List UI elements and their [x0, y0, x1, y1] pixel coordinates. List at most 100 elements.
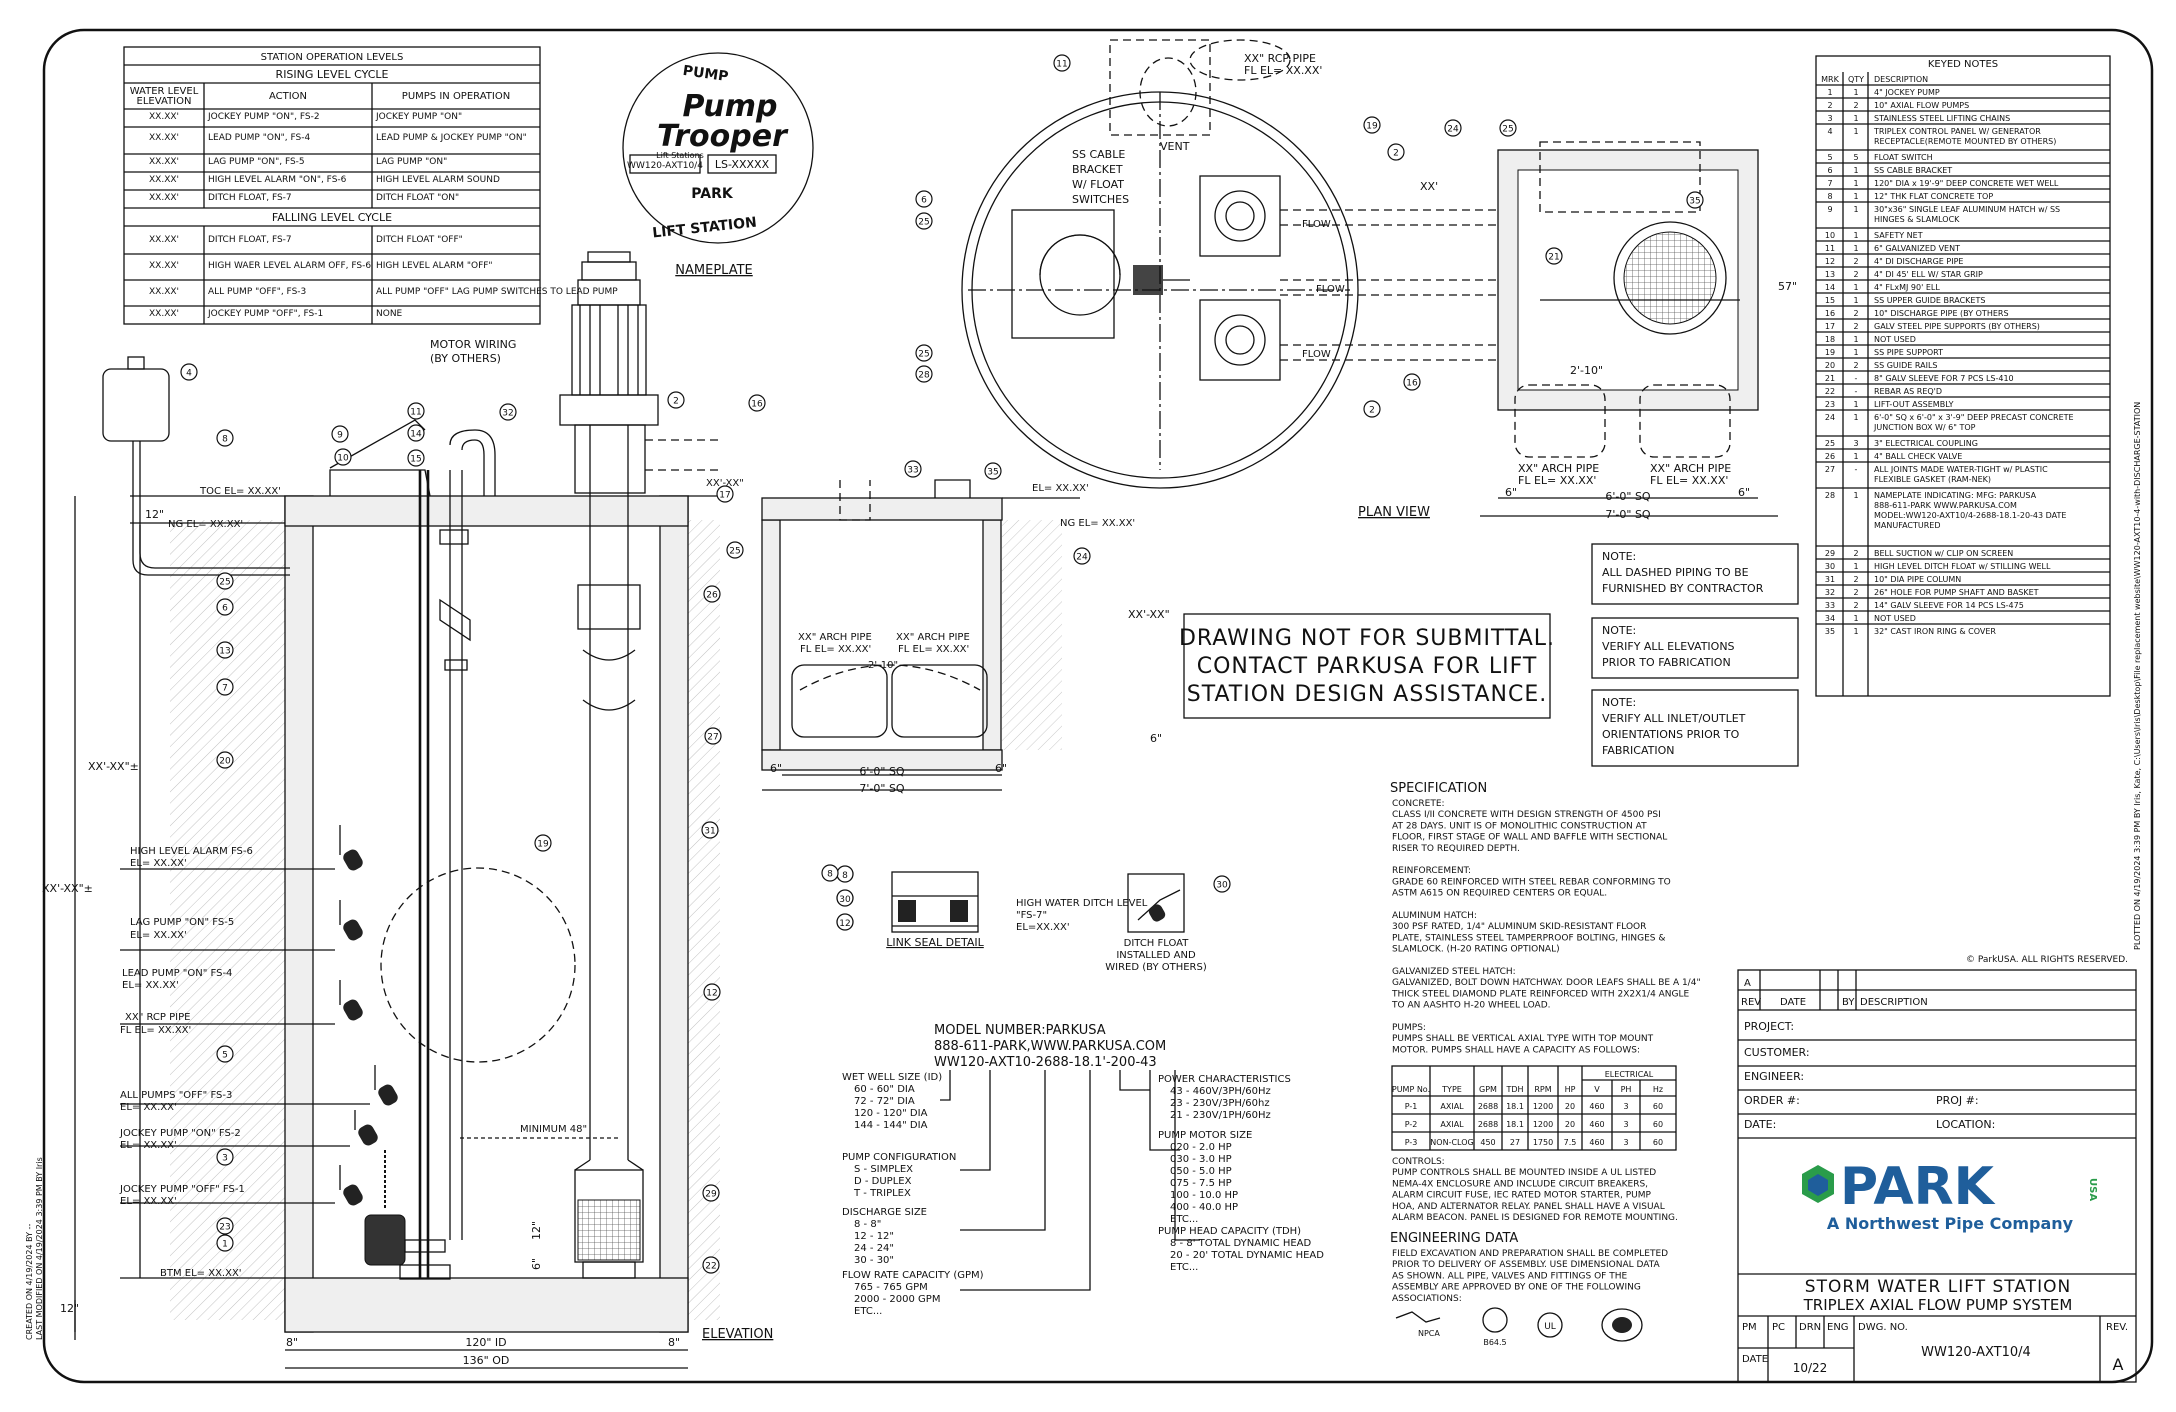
pump-table-header: V — [1594, 1085, 1600, 1094]
callout-number: 19 — [1366, 122, 1378, 132]
callout-bubble — [915, 344, 933, 362]
spec-line: GRADE 60 REINFORCED WITH STEEL REBAR CON… — [1392, 877, 1671, 887]
keyed-qty: 5 — [1853, 153, 1858, 162]
axial-pump-motor — [571, 304, 647, 396]
tb-project: PROJECT: — [1744, 1020, 1794, 1033]
callout-bubble — [1387, 143, 1405, 161]
spec-paragraphs: CONCRETE:CLASS I/II CONCRETE WITH DESIGN… — [1391, 799, 1701, 1055]
keyed-desc: 32" CAST IRON RING & COVER — [1874, 627, 1996, 636]
label-jb-6: 6" — [1150, 732, 1162, 745]
callout-number: 17 — [719, 491, 730, 501]
model-motor-item: 400 - 40.0 HP — [1170, 1202, 1238, 1213]
keyed-header-mrk: MRK — [1821, 75, 1839, 84]
op-falling-action: JOCKEY PUMP "OFF", FS-1 — [207, 309, 323, 319]
keyed-mrk: 32 — [1825, 588, 1835, 597]
pump-table-header: PH — [1621, 1085, 1632, 1094]
keyed-desc: GALV STEEL PIPE SUPPORTS (BY OTHERS) — [1874, 322, 2040, 331]
model-line-1: MODEL NUMBER:PARKUSA — [934, 1023, 1106, 1038]
keyed-qty: - — [1855, 387, 1858, 396]
keyed-qty: 1 — [1853, 400, 1858, 409]
callout-bubble — [1073, 547, 1091, 565]
keyed-mrk: 7 — [1827, 179, 1832, 188]
keyed-qty: 1 — [1853, 179, 1858, 188]
created-stamp: CREATED ON 4/19/2024 BY -- — [25, 1224, 34, 1340]
callout-number: 2 — [1393, 149, 1399, 159]
label-12: 12" — [145, 508, 164, 521]
pump-table-cell: 60 — [1653, 1120, 1663, 1129]
rcp-inlet-circle — [380, 867, 576, 1063]
label-plan-flow1: FLOW — [1302, 219, 1331, 230]
callout-number: 10 — [337, 454, 349, 464]
model-discharge-item: DISCHARGE SIZE — [842, 1207, 927, 1218]
keyed-qty: 1 — [1853, 283, 1858, 292]
pump-table-cell: P-3 — [1405, 1138, 1418, 1147]
keyed-qty: 2 — [1853, 270, 1858, 279]
notes-group: NOTE: ALL DASHED PIPING TO BE FURNISHED … — [1591, 543, 1799, 767]
callout-bubble — [216, 641, 234, 659]
tb-rev-val: A — [2113, 1355, 2124, 1374]
callout-number: 6 — [921, 196, 927, 206]
spec-controls-line: ALARM BEACON. PANEL IS DESIGNED FOR REMO… — [1392, 1213, 1678, 1223]
label-jockey-off-el: EL= XX.XX' — [120, 1196, 177, 1207]
callout-bubble — [1363, 116, 1381, 134]
plan-view: VENT SS CABLE BRACKET W/ FLOAT SWITCHES … — [961, 39, 1500, 520]
assoc-logo-4 — [1601, 1308, 1643, 1342]
pump-table-cell: P-2 — [1405, 1120, 1418, 1129]
tb-engineer: ENGINEER: — [1744, 1070, 1804, 1083]
op-rising-action: LAG PUMP "ON", FS-5 — [208, 157, 305, 167]
label-jb-6a: 6" — [770, 762, 782, 775]
keyed-mrk: 33 — [1825, 601, 1835, 610]
callout-bubble — [726, 541, 744, 559]
keyed-qty: 1 — [1853, 166, 1858, 175]
model-head-item: 20 - 20' TOTAL DYNAMIC HEAD — [1170, 1250, 1324, 1261]
keyed-desc: FLOAT SWITCH — [1874, 153, 1933, 162]
label-by-others: (BY OTHERS) — [430, 352, 501, 365]
model-number-breakdown: MODEL NUMBER:PARKUSA 888-611-PARK,WWW.PA… — [842, 1023, 1324, 1317]
junction-box-plan: 2'-10" 57" XX" ARCH PIPE FL EL= XX.XX' X… — [1480, 141, 1797, 521]
cast-iron-cover — [1613, 221, 1727, 335]
op-rising-pumps: LAG PUMP "ON" — [376, 157, 447, 167]
keyed-qty: 1 — [1853, 205, 1858, 214]
keyed-desc: 8" GALV SLEEVE FOR 7 PCS LS-410 — [1874, 374, 2014, 383]
label-plan-wfloat: W/ FLOAT — [1072, 178, 1124, 191]
keyed-mrk: 2 — [1827, 101, 1832, 110]
callout-bubble — [915, 212, 933, 230]
model-motor-item: 030 - 3.0 HP — [1170, 1154, 1232, 1165]
callout-number: 27 — [707, 733, 718, 743]
keyed-header-desc: DESCRIPTION — [1874, 75, 1928, 84]
pump-table-cell: 1200 — [1533, 1102, 1553, 1111]
keyed-desc: 10" AXIAL FLOW PUMPS — [1874, 101, 1969, 110]
callout-bubble — [701, 821, 719, 839]
keyed-desc: SS PIPE SUPPORT — [1874, 348, 1943, 357]
label-plan-switches: SWITCHES — [1072, 193, 1129, 206]
callout-bubble — [534, 834, 552, 852]
spec-line: ALUMINUM HATCH: — [1392, 911, 1477, 921]
keyed-mrk: 35 — [1825, 627, 1835, 636]
note-3-b: VERIFY ALL INLET/OUTLET — [1602, 712, 1746, 725]
keyed-desc: 14" GALV SLEEVE FOR 14 PCS LS-475 — [1874, 601, 2024, 610]
nameplate-model-box — [629, 154, 701, 174]
callout-bubble — [821, 864, 839, 882]
note-3-c: ORIENTATIONS PRIOR TO — [1602, 728, 1740, 741]
spec-eng-line: ASSOCIATIONS: — [1392, 1294, 1462, 1304]
label-motor-wiring: MOTOR WIRING — [430, 338, 516, 351]
model-power-item: 43 - 460V/3PH/60Hz — [1170, 1086, 1271, 1097]
pump-table-header: RPM — [1534, 1085, 1551, 1094]
keyed-mrk: 11 — [1825, 244, 1835, 253]
op-table-title: STATION OPERATION LEVELS — [261, 52, 404, 63]
keyed-mrk: 15 — [1825, 296, 1835, 305]
label-120-id: 120" ID — [465, 1336, 506, 1349]
keyed-desc: 4" DI DISCHARGE PIPE — [1874, 257, 1963, 266]
spec-line: CONCRETE: — [1392, 799, 1445, 809]
pump-table-cell: 60 — [1653, 1138, 1663, 1147]
op-falling-elev: XX.XX' — [149, 235, 179, 245]
wet-well-wall-left — [284, 495, 314, 1333]
wet-well-base-slab — [284, 1277, 689, 1333]
nameplate-pump: PUMP — [682, 63, 730, 85]
keyed-desc: 4" JOCKEY PUMP — [1874, 88, 1940, 97]
pump-table-cell: AXIAL — [1440, 1102, 1464, 1111]
tb-customer: CUSTOMER: — [1744, 1046, 1810, 1059]
op-rising-elev: XX.XX' — [149, 112, 179, 122]
